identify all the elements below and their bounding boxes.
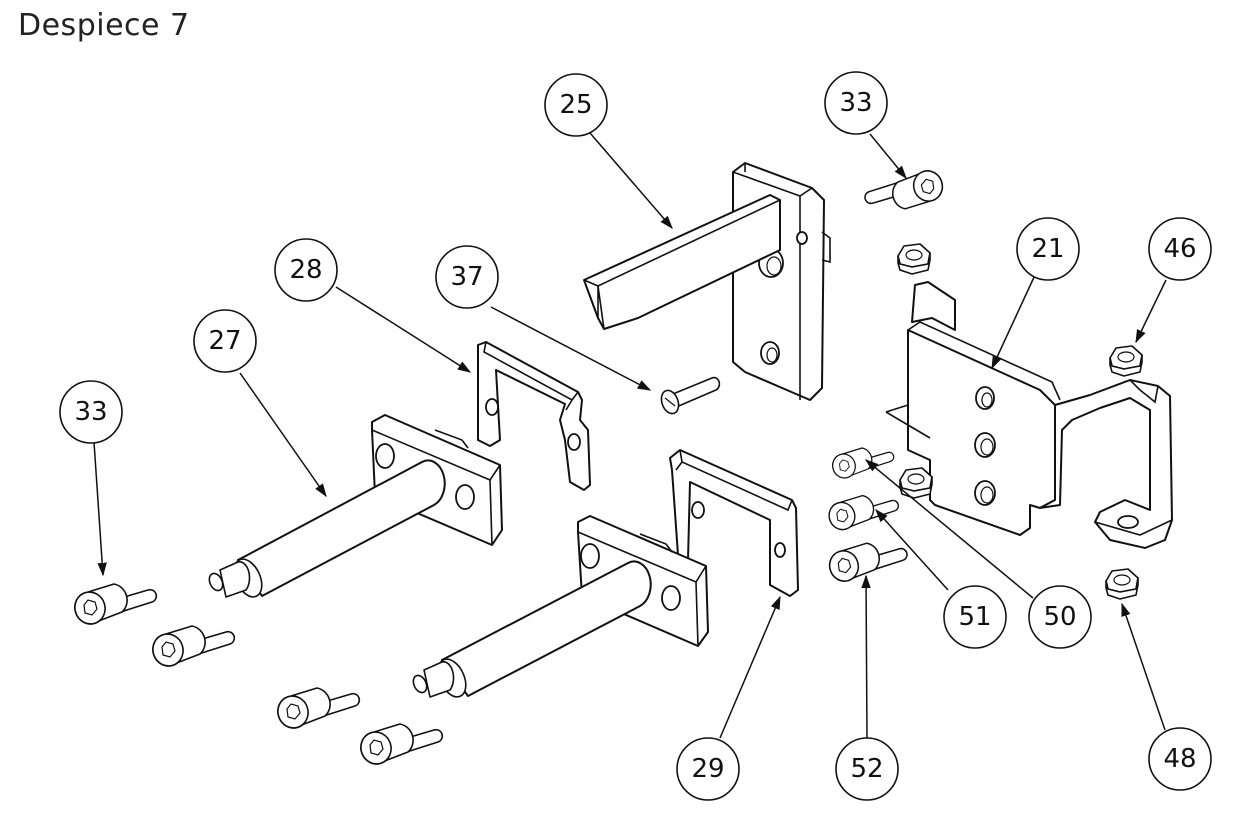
leader-48 — [1121, 602, 1166, 731]
balloon-label-50: 50 — [1043, 602, 1076, 632]
part-27-shaft-flange — [208, 414, 503, 598]
screw-33-left-2 — [147, 625, 236, 671]
balloon-37: 37 — [435, 245, 499, 309]
balloon-33-top: 33 — [824, 71, 888, 135]
screw-33-top — [864, 166, 948, 210]
balloon-29: 29 — [676, 737, 740, 801]
leader-28 — [335, 286, 472, 373]
leader-50 — [864, 459, 1034, 599]
leader-46 — [1135, 279, 1167, 344]
balloon-46: 46 — [1148, 217, 1212, 281]
leader-52 — [861, 574, 871, 739]
nut-upper — [897, 243, 931, 275]
balloon-33-left: 33 — [59, 380, 123, 444]
part-25-bracket — [583, 162, 831, 401]
nut-46 — [1109, 345, 1143, 377]
page-title: Despiece 7 — [18, 8, 190, 43]
part-21-bent-bracket — [885, 281, 1173, 549]
nut-48 — [1105, 568, 1139, 600]
balloon-52: 52 — [835, 737, 899, 801]
balloon-28: 28 — [274, 238, 338, 302]
part-27b-shaft-flange — [412, 515, 709, 698]
balloon-label-29: 29 — [691, 754, 724, 784]
leader-37 — [490, 306, 652, 391]
screw-33-left-3 — [272, 687, 361, 733]
screw-33-left-1 — [69, 583, 158, 629]
balloon-label-48: 48 — [1163, 744, 1196, 774]
balloon-label-27: 27 — [208, 326, 241, 356]
leader-33-top — [869, 133, 907, 180]
balloon-51: 51 — [943, 585, 1007, 649]
balloon-label-51: 51 — [958, 602, 991, 632]
balloon-label-33-top: 33 — [839, 88, 872, 118]
balloon-label-37: 37 — [450, 262, 483, 292]
leader-29 — [719, 595, 781, 739]
nut-middle — [899, 467, 933, 499]
balloon-label-33-left: 33 — [74, 397, 107, 427]
leader-lines — [93, 132, 1167, 739]
leader-27 — [239, 372, 327, 498]
leader-33-left — [93, 441, 107, 577]
balloon-label-25: 25 — [559, 90, 592, 120]
balloon-label-46: 46 — [1163, 234, 1196, 264]
screw-33-left-4 — [355, 723, 444, 769]
leader-51 — [875, 508, 949, 591]
balloon-48: 48 — [1148, 727, 1212, 791]
balloon-50: 50 — [1028, 585, 1092, 649]
screw-37-flat — [660, 376, 721, 415]
balloon-label-21: 21 — [1031, 234, 1064, 264]
screw-51 — [824, 494, 900, 534]
screw-50 — [828, 447, 895, 482]
balloon-label-52: 52 — [850, 754, 883, 784]
balloon-label-28: 28 — [289, 255, 322, 285]
balloon-25: 25 — [544, 73, 608, 137]
leader-21 — [991, 274, 1036, 370]
part-28-bent-plate — [477, 341, 591, 491]
balloon-27: 27 — [193, 309, 257, 373]
balloon-21: 21 — [1016, 217, 1080, 281]
leader-25 — [589, 132, 673, 230]
